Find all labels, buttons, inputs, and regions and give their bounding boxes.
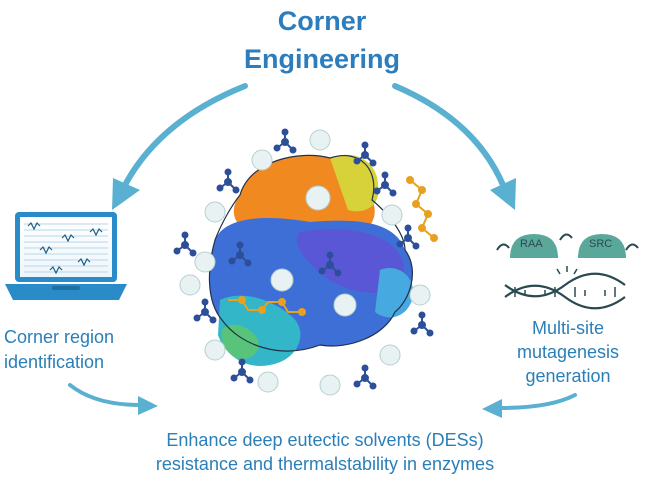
- mutation-tag-src: SRC: [589, 238, 613, 250]
- title-line-2: Engineering: [243, 44, 400, 74]
- bottom-label-line-1: Enhance deep eutectic solvents (DESs): [166, 430, 484, 450]
- mutation-tag-raa: RAA: [520, 238, 543, 250]
- bottom-label-line-2: resistance and thermalstability in enzym…: [155, 454, 495, 474]
- arrow-top-right: [392, 83, 516, 210]
- arrow-bottom-left: [68, 383, 158, 415]
- enhancement-goal-label: Enhance deep eutectic solvents (DESs) re…: [90, 428, 560, 476]
- ribosome-icon: [496, 233, 639, 275]
- corner-region-identification-label: Corner region identification: [0, 325, 154, 375]
- right-label-line-2: mutagenesis: [516, 342, 620, 362]
- protein-structure-icon: [173, 128, 438, 396]
- left-label-line-1: Corner region: [4, 327, 115, 347]
- title-line-1: Corner: [277, 6, 367, 36]
- right-label-line-1: Multi-site: [531, 318, 604, 338]
- left-label-line-2: identification: [4, 352, 105, 372]
- multi-site-mutagenesis-label: Multi-site mutagenesis generation: [488, 316, 645, 388]
- right-label-line-3: generation: [525, 366, 611, 386]
- arrow-bottom-right: [482, 393, 577, 418]
- laptop-icon: [5, 212, 127, 300]
- diagram-title: Corner Engineering: [172, 2, 472, 78]
- dna-helix-icon: [504, 272, 626, 310]
- arrow-top-left: [112, 83, 248, 210]
